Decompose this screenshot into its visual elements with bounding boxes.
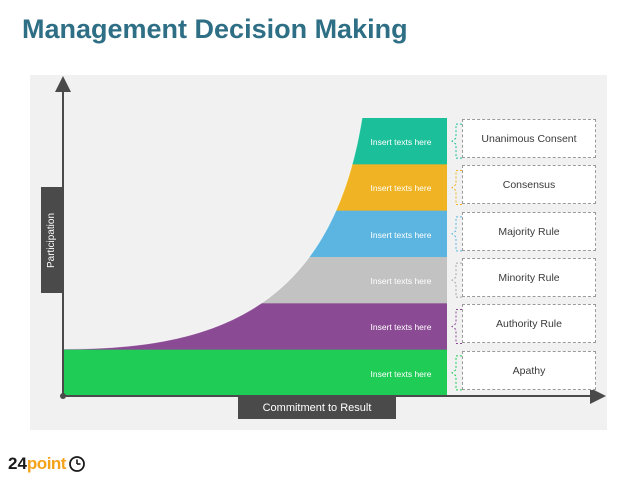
rule-apathy: Apathy <box>462 351 596 390</box>
curve-line <box>62 117 363 350</box>
bracket-3 <box>451 216 462 252</box>
x-axis-label: Commitment to Result <box>238 397 396 419</box>
bracket-4 <box>451 262 462 298</box>
band-text-6: Insert texts here <box>370 369 432 379</box>
rule-majority: Majority Rule <box>462 212 596 251</box>
band-text-4: Insert texts here <box>370 276 432 286</box>
page-title: Management Decision Making <box>22 14 408 44</box>
rule-minority: Minority Rule <box>462 258 596 297</box>
bracket-6 <box>451 355 462 391</box>
bracket-2 <box>451 170 462 205</box>
band-text-2: Insert texts here <box>370 183 432 193</box>
rule-unanimous-consent: Unanimous Consent <box>462 119 596 158</box>
bracket-1 <box>451 123 462 159</box>
y-axis-label: Participation <box>41 187 62 293</box>
axis-origin <box>60 393 66 399</box>
rule-consensus: Consensus <box>462 165 596 204</box>
band-6 <box>63 349 447 396</box>
clock-icon <box>69 456 85 472</box>
band-group <box>63 118 447 396</box>
band-text-3: Insert texts here <box>370 230 432 240</box>
band-text-1: Insert texts here <box>370 137 432 147</box>
rule-authority: Authority Rule <box>462 304 596 343</box>
bracket-5 <box>451 309 462 344</box>
bracket-group <box>451 123 462 391</box>
band-text-5: Insert texts here <box>370 322 432 332</box>
